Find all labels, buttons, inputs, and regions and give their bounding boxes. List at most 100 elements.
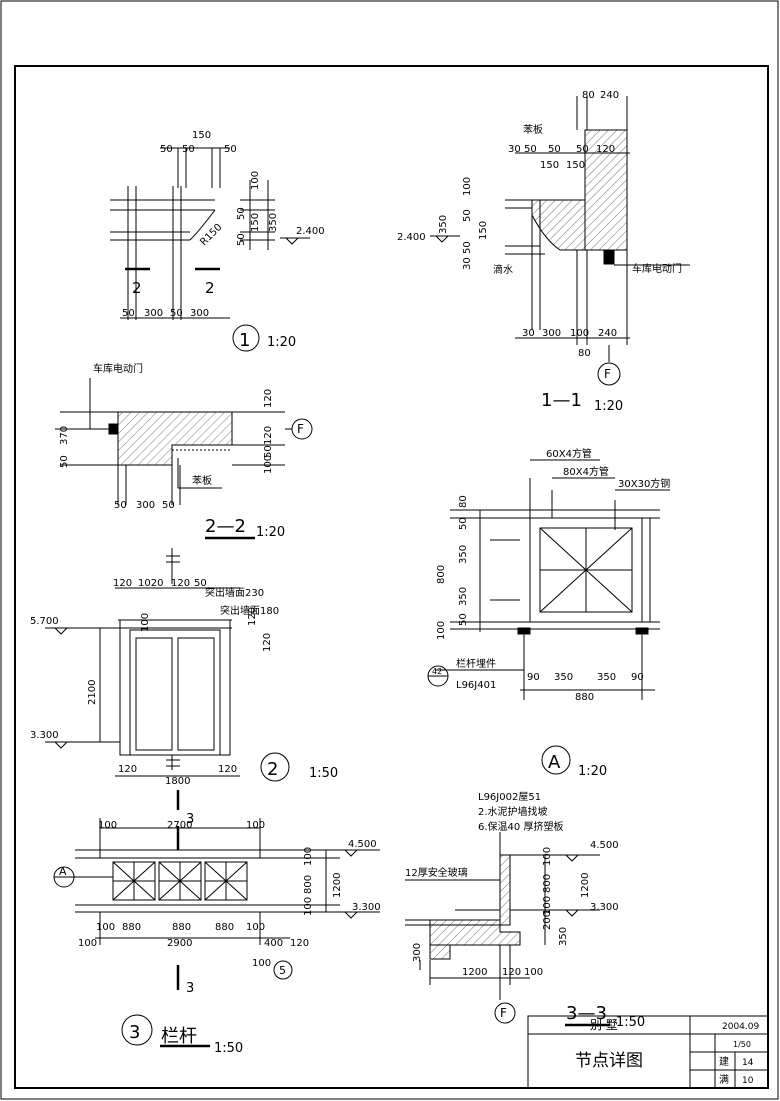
dim-label: 100 bbox=[250, 171, 261, 190]
note-label: 突出墙面180 bbox=[220, 604, 279, 617]
detail-3-3-labels: L96J002屋51 2.水泥护墙找坡 6.保温40 厚挤塑板 12厚安全玻璃 … bbox=[405, 791, 645, 1030]
section-mark: 3 bbox=[186, 812, 194, 827]
level-label: 2.400 bbox=[397, 232, 426, 243]
drip-label: 滴水 bbox=[493, 263, 513, 276]
dim-label: 50 bbox=[458, 613, 469, 626]
detail-scale: 1:20 bbox=[256, 525, 285, 540]
dim-label: 100 bbox=[542, 896, 553, 915]
detail-2-labels: 120 1020 120 50 突出墙面230 突出墙面180 5.700 3.… bbox=[30, 578, 338, 787]
dim-label: 50 bbox=[160, 144, 173, 155]
dim-label: 100 bbox=[263, 455, 274, 474]
detail-scale: 1:20 bbox=[267, 335, 296, 350]
material-label: 苯板 bbox=[523, 123, 543, 136]
pipe-label: 80X4方管 bbox=[563, 465, 609, 478]
dim-label: 80 bbox=[458, 495, 469, 508]
level-label: 3.300 bbox=[30, 730, 59, 741]
dim-label: 300 bbox=[412, 943, 423, 962]
axis-label: F bbox=[297, 422, 304, 436]
dim-label: 50 bbox=[236, 233, 247, 246]
glass-label: 12厚安全玻璃 bbox=[405, 866, 468, 879]
dim-label: 120 bbox=[118, 764, 137, 775]
note-label: 突出墙面230 bbox=[205, 586, 264, 599]
door-label: 车库电动门 bbox=[632, 262, 682, 275]
drawing-title: 节点详图 bbox=[575, 1051, 643, 1071]
dim-label: 30 bbox=[522, 328, 535, 339]
detail-3 bbox=[53, 818, 380, 1048]
dim-label: 50 bbox=[59, 455, 70, 468]
dim-label: 300 bbox=[144, 308, 163, 319]
dim-label: 350 bbox=[597, 672, 616, 683]
dim-label: 350 bbox=[558, 927, 569, 946]
detail-2-2 bbox=[55, 378, 313, 540]
dim-label: 350 bbox=[458, 545, 469, 564]
dim-label: 150 bbox=[250, 213, 261, 232]
dim-label: 120 bbox=[263, 426, 274, 445]
title-block bbox=[527, 1015, 769, 1089]
dim-label: 100 bbox=[98, 820, 117, 831]
dim-label: 50 bbox=[576, 144, 589, 155]
detail-3-labels: 100 2700 100 4.500 3.300 100 800 100 120… bbox=[59, 812, 381, 1056]
dim-label: 50 bbox=[224, 144, 237, 155]
dim-label: 350 bbox=[438, 215, 449, 234]
dim-label: 300 bbox=[190, 308, 209, 319]
dim-label: 100 bbox=[524, 967, 543, 978]
dim-label: 100 bbox=[542, 847, 553, 866]
section-title: 3—3 bbox=[566, 1003, 607, 1024]
dim-label: 240 bbox=[600, 90, 619, 101]
dim-label: 880 bbox=[172, 922, 191, 933]
dim-label: 100 bbox=[96, 922, 115, 933]
level-label: 3.300 bbox=[590, 902, 619, 913]
axis-label: 5 bbox=[279, 964, 286, 977]
dim-label: 1200 bbox=[332, 873, 343, 898]
detail-scale: 1:50 bbox=[616, 1015, 645, 1030]
dim-label: 2900 bbox=[167, 938, 192, 949]
label-total: 满 bbox=[719, 1074, 729, 1086]
dim-label: 120 bbox=[247, 607, 258, 626]
level-label: 3.300 bbox=[352, 902, 381, 913]
anchor-ref: L96J401 bbox=[456, 680, 496, 691]
dim-label: 800 bbox=[436, 565, 447, 584]
drawing-border bbox=[14, 65, 769, 1089]
level-label: 5.700 bbox=[30, 616, 59, 627]
anchor-label: 栏杆埋件 bbox=[456, 657, 496, 670]
detail-number: 3 bbox=[129, 1022, 140, 1043]
total-label: 880 bbox=[575, 692, 594, 703]
dim-label: 120 bbox=[171, 578, 190, 589]
axis-label: F bbox=[500, 1006, 507, 1020]
axis-label: F bbox=[604, 367, 611, 381]
dim-label: 100 bbox=[436, 621, 447, 640]
dim-label: 50 bbox=[122, 308, 135, 319]
detail-1-1-labels: 80 240 苯板 30 50 50 50 120 150 150 100 50… bbox=[397, 90, 682, 414]
anchor-num: 42 bbox=[432, 667, 442, 676]
dim-label: 1200 bbox=[462, 967, 487, 978]
dim-label: 1020 bbox=[138, 578, 163, 589]
dim-label: 80 bbox=[582, 90, 595, 101]
section-title: 1—1 bbox=[541, 390, 582, 411]
level-label: 4.500 bbox=[590, 840, 619, 851]
door-label: 车库电动门 bbox=[93, 362, 143, 375]
dim-label: 1200 bbox=[580, 873, 591, 898]
spec-label: 6.保温40 厚挤塑板 bbox=[478, 820, 563, 833]
dim-label: 50 bbox=[548, 144, 561, 155]
project-name: 别 墅 bbox=[590, 1018, 618, 1032]
dim-label: 50 bbox=[458, 517, 469, 530]
detail-scale: 1:50 bbox=[309, 766, 338, 781]
dim-label: 50 bbox=[182, 144, 195, 155]
dim-label: 300 bbox=[542, 328, 561, 339]
level-label: 4.500 bbox=[348, 839, 377, 850]
height-label: 2100 bbox=[87, 680, 98, 705]
dim-label: 50 bbox=[170, 308, 183, 319]
callout-label: A bbox=[59, 865, 67, 878]
detail-A-labels: 60X4方管 80X4方管 30X30方钢 80 50 350 800 350 … bbox=[432, 447, 670, 779]
dim-label: 120 bbox=[596, 144, 615, 155]
dim-label: 200 bbox=[542, 911, 553, 930]
detail-scale: 1:20 bbox=[578, 764, 607, 779]
section-title: 2—2 bbox=[205, 516, 246, 537]
pipe-label: 60X4方管 bbox=[546, 447, 592, 460]
dim-label: 150 bbox=[192, 130, 211, 141]
dim-label: 120 bbox=[218, 764, 237, 775]
steel-label: 30X30方钢 bbox=[618, 477, 670, 490]
section-mark: 2 bbox=[205, 279, 215, 297]
sheet-number: 14 bbox=[742, 1058, 754, 1068]
